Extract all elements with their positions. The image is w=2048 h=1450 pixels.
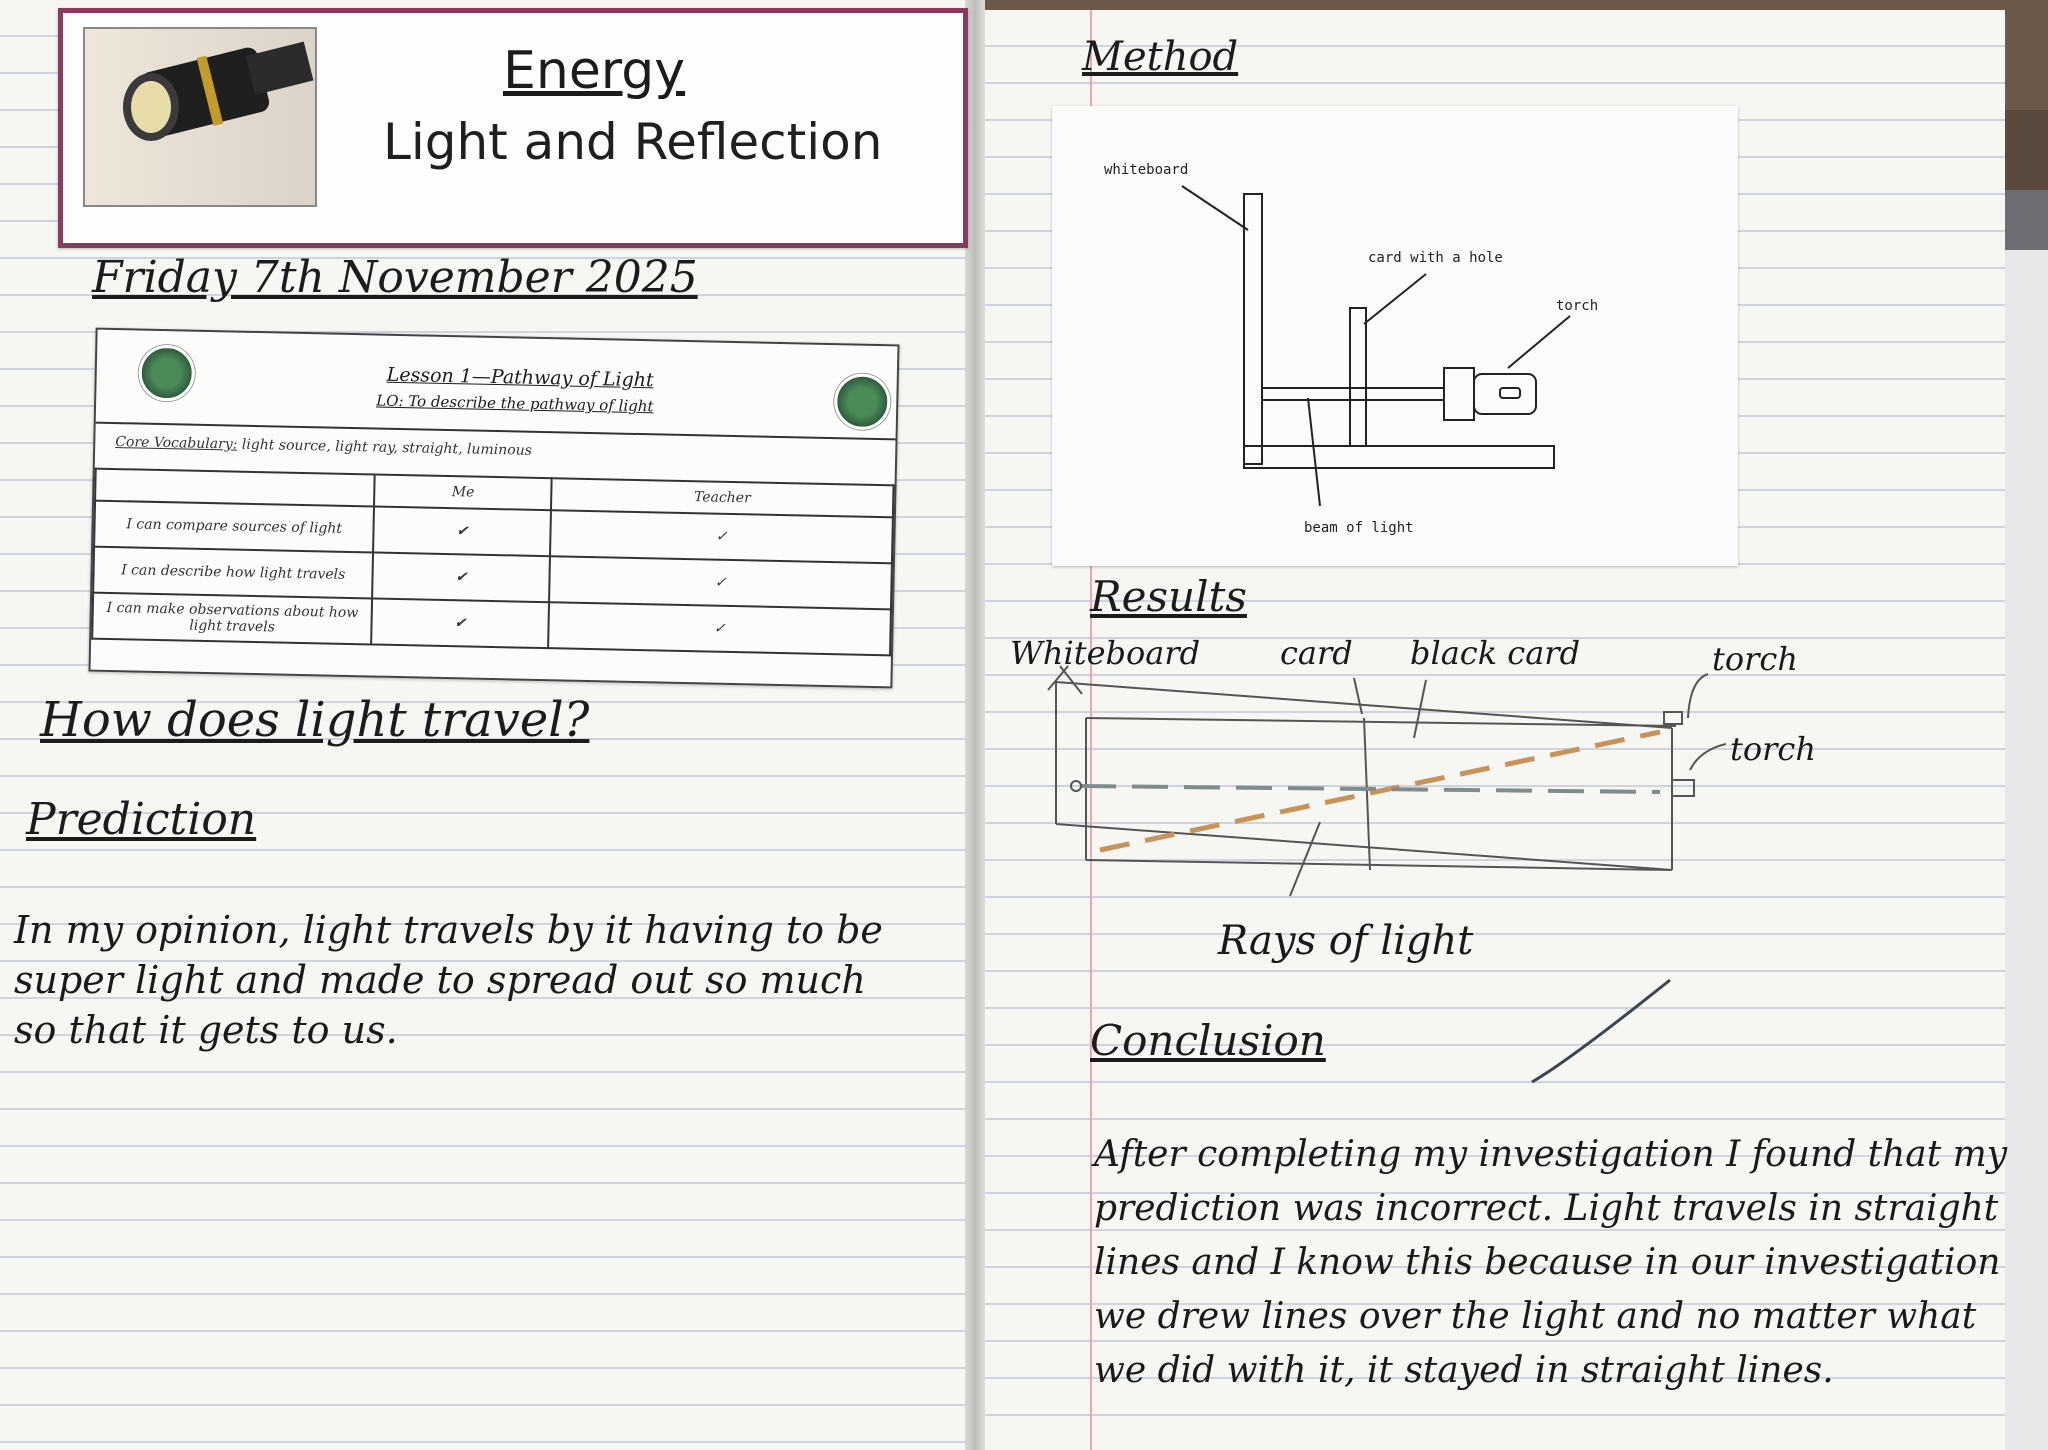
statement-cell: I can compare sources of light [94, 500, 375, 553]
date-heading: Friday 7th November 2025 [92, 252, 698, 303]
vocab-terms: light source, light ray, straight, lumin… [241, 436, 533, 459]
header-banner: Energy Light and Reflection [58, 8, 968, 248]
header-title: Energy [503, 41, 686, 101]
label-card-results: card [1280, 634, 1353, 672]
torch-image [83, 27, 317, 207]
school-logo-left [138, 344, 196, 402]
results-diagram-drawing [1047, 665, 1727, 897]
statement-cell: I can make observations about how light … [92, 592, 373, 645]
lesson-title: Lesson 1—Pathway of Light [386, 363, 654, 392]
me-tick: ✔ [372, 552, 551, 603]
label-torch-top: torch [1712, 640, 1798, 678]
header-subtitle: Light and Reflection [383, 113, 883, 171]
label-torch: torch [1556, 298, 1599, 314]
teacher-tick: ✓ [549, 556, 892, 610]
me-tick: ✔ [371, 598, 550, 649]
teacher-tick: ✓ [548, 602, 891, 656]
conclusion-text: After completing my investigation I foun… [1094, 1134, 2008, 1391]
label-whiteboard: whiteboard [1104, 162, 1189, 178]
results-diagram: Whiteboard card black card torch torch [1000, 620, 1840, 950]
label-black-card: black card [1410, 634, 1581, 672]
question-heading: How does light travel? [40, 692, 590, 748]
label-whiteboard-results: Whiteboard [1010, 634, 1201, 672]
prediction-heading: Prediction [26, 794, 257, 845]
paper-stack-right [2005, 250, 2048, 1450]
results-heading: Results [1090, 572, 1247, 621]
lesson-objective: LO: To describe the pathway of light [376, 391, 654, 416]
teacher-tick: ✓ [550, 510, 893, 564]
statement-cell: I can describe how light travels [93, 546, 374, 599]
table-header-me: Me [374, 474, 552, 511]
lesson-card: Lesson 1—Pathway of Light LO: To describ… [88, 327, 900, 689]
method-diagram-drawing [1181, 185, 1571, 507]
conclusion-heading: Conclusion [1090, 1016, 1326, 1065]
me-tick: ✔ [373, 506, 552, 557]
teacher-tick-icon [1531, 978, 1671, 1084]
school-logo-right [833, 373, 891, 431]
label-beam-of-light: beam of light [1304, 520, 1414, 536]
checklist-table: Me Teacher I can compare sources of ligh… [91, 468, 894, 657]
vocab-label: Core Vocabulary: [115, 434, 238, 453]
method-diagram: whiteboard card with a hole torch beam o… [1052, 106, 1738, 566]
vocab-row: Core Vocabulary: light source, light ray… [115, 434, 532, 459]
book-spine [965, 0, 985, 1450]
rays-of-light-label: Rays of light [1218, 918, 1474, 964]
margin-line [1090, 10, 1092, 1450]
label-torch-bottom: torch [1730, 730, 1816, 768]
method-heading: Method [1082, 34, 1239, 80]
prediction-text: In my opinion, light travels by it havin… [14, 908, 883, 1052]
label-card-with-hole: card with a hole [1368, 250, 1503, 266]
